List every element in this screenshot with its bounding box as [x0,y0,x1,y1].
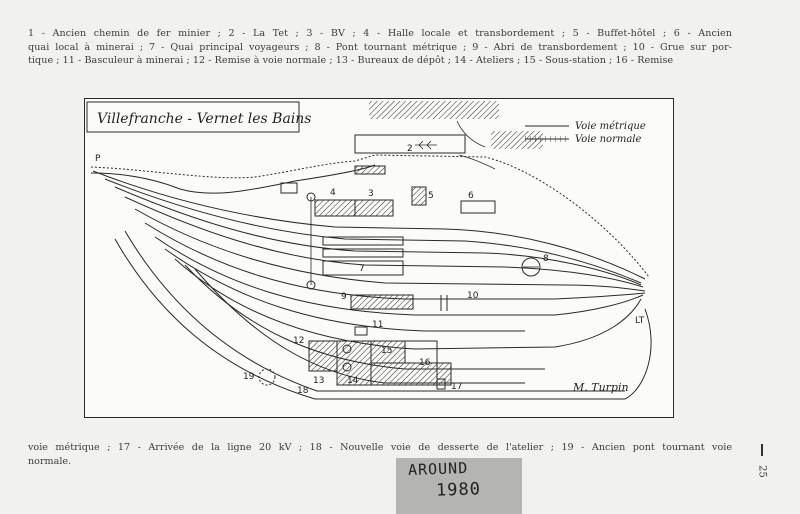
label-3: 3 [368,189,374,199]
label-19: 19 [243,372,255,382]
end-label-p: P [95,154,101,164]
legend-metric-label: Voie métrique [575,121,646,132]
label-14: 14 [347,376,359,386]
boundary-south [114,238,652,400]
label-10: 10 [467,291,479,301]
label-9: 9 [341,292,347,302]
track-1-old-mine-line [90,164,376,194]
caption-bottom: voie métrique ; 17 - Arrivée de la ligne… [28,441,732,469]
label-6: 6 [468,191,474,201]
end-label-lt: LT [635,316,645,326]
label-7: 7 [359,264,365,274]
signature: M. Turpin [572,381,629,394]
page-number: 25 [754,440,770,484]
caption-bottom-line-1: voie métrique ; 17 - Arrivée de la ligne… [28,442,732,453]
legend-normal-label: Voie normale [575,134,642,145]
label-13: 13 [313,376,324,386]
station-plan-labels: P LT 4 3 5 6 2 7 8 9 10 11 12 13 14 15 1… [95,144,645,396]
label-17: 17 [451,382,462,392]
page-number-rule [761,444,763,456]
label-16: 16 [419,358,431,368]
caption-top: 1 - Ancien chemin de fer minier ; 2 - La… [28,27,732,68]
sticker-line-1: AROUND [407,458,469,480]
label-2: 2 [407,144,413,154]
label-11: 11 [372,320,383,330]
handwritten-sticker: AROUND 1980 [396,458,522,514]
station-plan-figure: Villefranche - Vernet les Bains Voie mét… [84,98,674,418]
buildings [258,165,541,390]
label-12: 12 [293,336,304,346]
label-15: 15 [381,346,392,356]
caption-top-line-2: quai local à minerai ; 7 - Quai principa… [28,41,732,53]
caption-top-line-3: tique ; 11 - Basculeur à minerai ; 12 - … [28,55,674,67]
label-18: 18 [297,386,309,396]
page-number-text: 25 [756,465,768,478]
boundary-south-inner [124,230,625,392]
caption-bottom-line-2: normale. [28,456,72,467]
sticker-line-2: 1980 [435,479,482,501]
caption-top-line-1: 1 - Ancien chemin de fer minier ; 2 - La… [28,28,732,39]
station-plan-drawing: Villefranche - Vernet les Bains Voie mét… [86,101,652,400]
legend-normal-ties [525,136,569,142]
label-8: 8 [543,254,549,264]
boundary-north [90,154,650,278]
figure-title: Villefranche - Vernet les Bains [97,111,311,127]
title-box [86,101,300,133]
river-la-tet [354,101,543,170]
label-4: 4 [330,188,336,198]
label-5: 5 [428,191,434,201]
